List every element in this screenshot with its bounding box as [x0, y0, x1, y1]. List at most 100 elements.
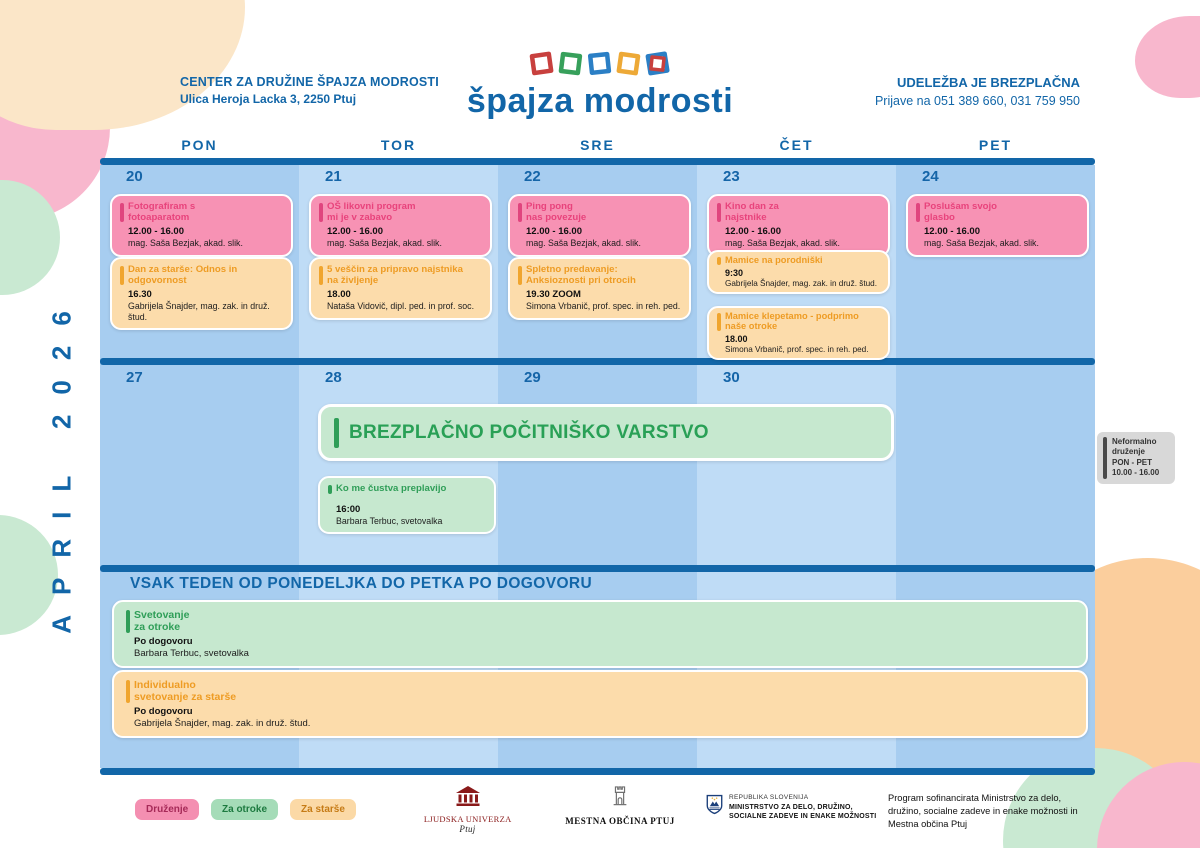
- legend-chip-druzenje: Druženje: [135, 799, 200, 820]
- obcina-label: MESTNA OBČINA PTUJ: [565, 816, 675, 826]
- date-21: 21: [325, 168, 342, 185]
- date-20: 20: [126, 168, 143, 185]
- event-card-svetovanje-otroke: Svetovanje za otroke Po dogovoru Barbara…: [112, 600, 1088, 668]
- event-card-mamice-klepetamo: Mamice klepetamo - podprimo naše otroke …: [707, 306, 890, 360]
- logo-title: špajza modrosti: [466, 82, 734, 120]
- tower-icon: [610, 786, 630, 813]
- event-time: 12.00 - 16.00: [327, 226, 383, 238]
- org-block: CENTER ZA DRUŽINE ŠPAJZA MODROSTI Ulica …: [180, 75, 439, 106]
- event-time: 12.00 - 16.00: [128, 226, 184, 238]
- logo-squares-icon: [0, 48, 1200, 85]
- event-title: Mamice na porodniški: [717, 255, 880, 266]
- event-card-ping-pong: Ping pong nas povezuje 12.00 - 16.00 mag…: [508, 194, 691, 257]
- mestna-obcina-logo: MESTNA OBČINA PTUJ: [560, 783, 680, 826]
- date-24: 24: [922, 168, 939, 185]
- event-presenter: mag. Saša Bezjak, akad. slik.: [526, 238, 641, 249]
- event-card-ko-me-custva: Ko me čustva preplavijo 16:00 Barbara Te…: [318, 476, 496, 535]
- event-card-fotografiram: Fotografiram s fotoaparatom 12.00 - 16.0…: [110, 194, 293, 257]
- org-address: Ulica Heroja Lacka 3, 2250 Ptuj: [180, 92, 357, 106]
- badge-text: Neformalno druženje PON - PET 10.00 - 16…: [1112, 437, 1169, 479]
- event-title: Kino dan za najstnike: [717, 201, 880, 223]
- event-time: 12.00 - 16.00: [725, 226, 781, 238]
- event-card-dan-za-starse: Dan za starše: Odnos in odgovornost 16.3…: [110, 257, 293, 331]
- date-22: 22: [524, 168, 541, 185]
- signup-note: Prijave na 051 389 660, 031 759 950: [874, 94, 1080, 108]
- funding-note: Program sofinancirata Ministrstvo za del…: [888, 793, 1078, 830]
- event-time: 19.30 ZOOM: [526, 289, 581, 301]
- event-title: Ping pong nas povezuje: [518, 201, 681, 223]
- event-time: 12.00 - 16.00: [924, 226, 980, 238]
- legend-chip-za-otroke: Za otroke: [211, 799, 279, 820]
- event-presenter: mag. Saša Bezjak, akad. slik.: [725, 238, 840, 249]
- banner-accent-bar: [334, 417, 339, 448]
- day-header-tor: TOR: [380, 137, 417, 153]
- event-presenter: mag. Saša Bezjak, akad. slik.: [924, 238, 1039, 249]
- divider-bar-bottom: [100, 768, 1095, 775]
- date-23: 23: [723, 168, 740, 185]
- org-name: CENTER ZA DRUŽINE ŠPAJZA MODROSTI: [180, 75, 439, 89]
- event-title: 5 veščin za pripravo najstnika na življe…: [319, 264, 482, 286]
- ljudska-univerza-logo: LJUDSKA UNIVERZA Ptuj: [415, 785, 520, 834]
- event-title: Spletno predavanje: Anksioznosti pri otr…: [518, 264, 681, 286]
- month-label: APRIL 2026: [46, 291, 77, 634]
- weekly-section-heading: VSAK TEDEN OD PONEDELJKA DO PETKA PO DOG…: [130, 575, 593, 592]
- event-card-likovni-program: OŠ likovni program mi je v zabavo 12.00 …: [309, 194, 492, 257]
- event-title: Fotografiram s fotoaparatom: [120, 201, 283, 223]
- event-title: Dan za starše: Odnos in odgovornost: [120, 264, 283, 286]
- badge-time: 10.00 - 16.00: [1112, 468, 1160, 478]
- date-30: 30: [723, 369, 740, 386]
- divider-bar-top: [100, 158, 1095, 165]
- event-title: Individualno svetovanje za starše: [126, 679, 1074, 704]
- event-presenter: Barbara Terbuc, svetovalka: [336, 515, 443, 526]
- participation-note: UDELEŽBA JE BREZPLAČNA: [897, 75, 1080, 90]
- event-card-vescine-najstnik: 5 veščin za pripravo najstnika na življe…: [309, 257, 492, 320]
- badge-days: PON - PET: [1112, 457, 1153, 467]
- event-presenter: Simona Vrbanič, prof. spec. in reh. ped.: [526, 301, 681, 312]
- event-presenter: Barbara Terbuc, svetovalka: [134, 647, 249, 659]
- event-presenter: mag. Saša Bezjak, akad. slik.: [327, 238, 442, 249]
- event-presenter: Gabrijela Šnajder, mag. zak. in druž. št…: [134, 717, 311, 729]
- event-title: Poslušam svojo glasbo: [916, 201, 1079, 223]
- univerza-label: LJUDSKA UNIVERZA Ptuj: [423, 814, 512, 834]
- informal-gathering-badge: Neformalno druženje PON - PET 10.00 - 16…: [1097, 432, 1175, 484]
- event-title: Mamice klepetamo - podprimo naše otroke: [717, 311, 880, 332]
- event-card-poslusam-glasbo: Poslušam svojo glasbo 12.00 - 16.00 mag.…: [906, 194, 1089, 257]
- event-title: OŠ likovni program mi je v zabavo: [319, 201, 482, 223]
- event-presenter: Gabrijela Šnajder, mag. zak. in druž. št…: [725, 278, 877, 288]
- banner-title: BREZPLAČNO POČITNIŠKO VARSTVO: [349, 421, 709, 443]
- event-time: 16.30: [128, 289, 152, 301]
- event-presenter: Simona Vrbanič, prof. spec. in reh. ped.: [725, 344, 869, 354]
- day-header-pon: PON: [181, 137, 218, 153]
- contact-block: UDELEŽBA JE BREZPLAČNA Prijave na 051 38…: [875, 75, 1080, 108]
- legend-chip-za-starse: Za starše: [290, 799, 356, 820]
- ministry-logo: REPUBLIKA SLOVENIJA MINISTRSTVO ZA DELO,…: [706, 794, 876, 822]
- event-time: Po dogovoru: [134, 635, 193, 647]
- event-card-kino-dan: Kino dan za najstnike 12.00 - 16.00 mag.…: [707, 194, 890, 257]
- date-27: 27: [126, 369, 143, 386]
- event-time: 18.00: [327, 289, 351, 301]
- event-presenter: Nataša Vidovič, dipl. ped. in prof. soc.: [327, 301, 475, 312]
- event-time: 9:30: [725, 267, 744, 278]
- day-header-cet: ČET: [779, 137, 814, 153]
- ministry-label: REPUBLIKA SLOVENIJA MINISTRSTVO ZA DELO,…: [729, 794, 877, 821]
- event-time: 16:00: [336, 503, 361, 515]
- divider-bar-week2-weekly: [100, 565, 1095, 572]
- event-card-individualno-svetovanje: Individualno svetovanje za starše Po dog…: [112, 670, 1088, 738]
- event-presenter: mag. Saša Bezjak, akad. slik.: [128, 238, 243, 249]
- date-29: 29: [524, 369, 541, 386]
- event-title: Ko me čustva preplavijo: [328, 483, 486, 495]
- badge-title: Neformalno druženje: [1112, 437, 1157, 457]
- event-presenter: Gabrijela Šnajder, mag. zak. in druž. št…: [128, 301, 270, 322]
- event-time: 12.00 - 16.00: [526, 226, 582, 238]
- event-card-spletno-predavanje: Spletno predavanje: Anksioznosti pri otr…: [508, 257, 691, 320]
- event-card-mamice-porodniski: Mamice na porodniški 9:30 Gabrijela Šnaj…: [707, 250, 890, 295]
- divider-bar-week1-week2: [100, 358, 1095, 365]
- event-time: Po dogovoru: [134, 705, 193, 717]
- day-header-sre: SRE: [580, 137, 615, 153]
- coat-of-arms-icon: [706, 794, 723, 820]
- holiday-care-banner: BREZPLAČNO POČITNIŠKO VARSTVO: [318, 404, 894, 461]
- day-header-pet: PET: [978, 137, 1013, 153]
- building-icon: [455, 786, 481, 811]
- date-28: 28: [325, 369, 342, 386]
